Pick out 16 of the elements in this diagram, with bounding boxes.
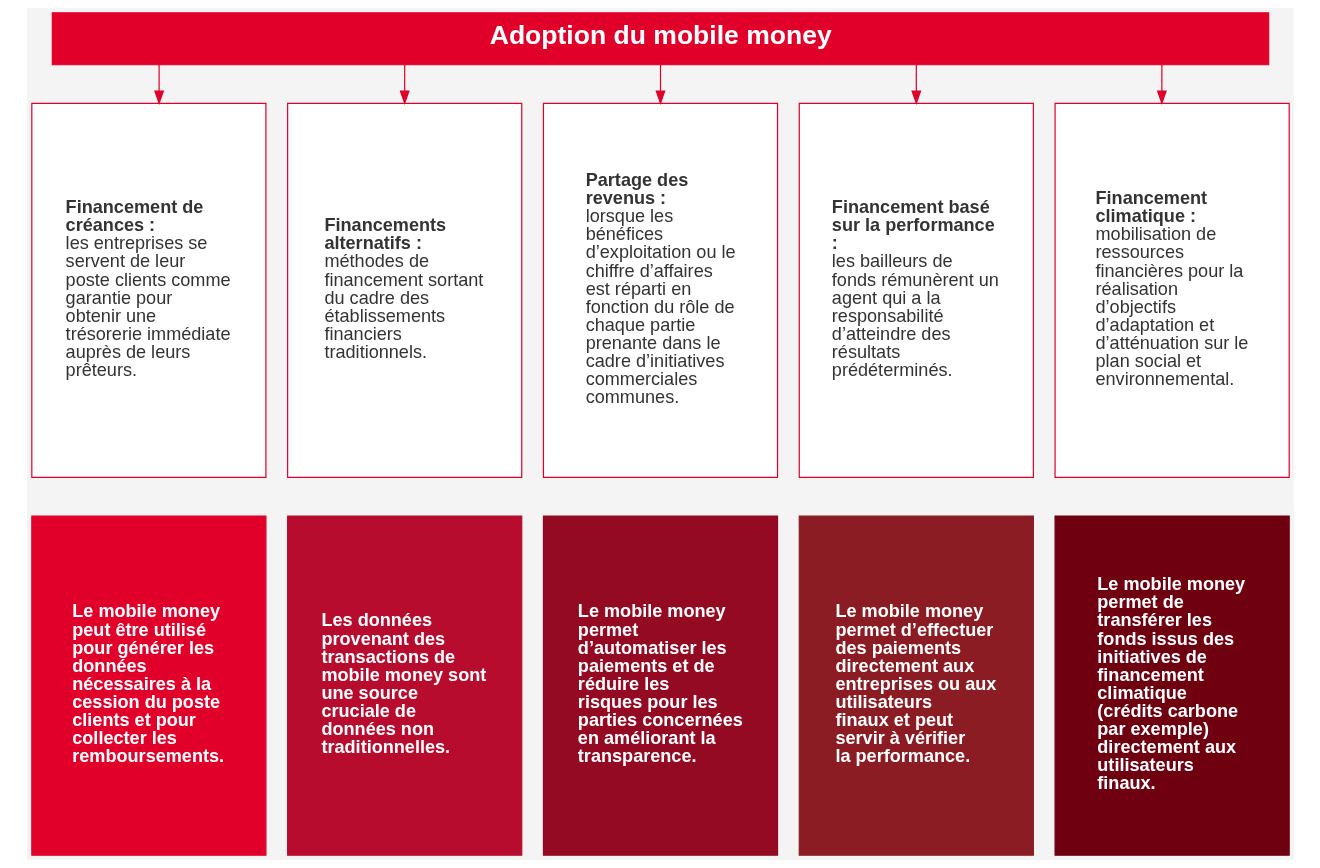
node-box: Financements alternatifs : méthodes de financement sortant du cadre des établissements financiers traditionnels. [286, 102, 522, 479]
arrow [153, 64, 164, 105]
arrow [910, 64, 921, 105]
arrow [1156, 64, 1167, 105]
node-box: Financement de créances : les entreprises se servent de leur poste clients comme garantie pour obtenir une trésorerie immédiate auprès de leurs prêteurs. [30, 102, 267, 479]
node-box: Le mobile money peut être utilisé pour générer les données nécessaires à la cession du poste clients et pour collecter les remboursements. [30, 515, 267, 856]
node-box: Adoption du mobile money [51, 12, 1269, 66]
arrow [399, 64, 410, 105]
node-box: Le mobile money permet de transférer les fonds issus des initiatives de financement climatique (crédits carbone par exemple) directement aux utilisateurs finaux. [1053, 515, 1290, 856]
node-box: Financement climatique : mobilisation de ressources financières pour la réalisation d’objectifs d’adaptation et d’atténuation sur le plan social et environnemental. [1053, 102, 1290, 479]
node-box: Le mobile money permet d’effectuer des paiements directement aux entreprises ou aux utilisateurs finaux et peut servir à vérifier la performance. [798, 515, 1034, 856]
node-box: Les données provenant des transactions de mobile money sont une source cruciale de données non traditionnelles. [286, 515, 522, 856]
arrow [654, 64, 666, 105]
node-box: Financement basé sur la performance : les bailleurs de fonds rémunèrent un agent qui a la responsabilité d’atteindre des résultats prédéterminés. [798, 102, 1034, 479]
node-box: Partage des revenus : lorsque les bénéfices d’exploitation ou le chiffre d’affaires est réparti en fonction du rôle de chaque partie prenante dans le cadre d’initiatives commerciales communes. [542, 102, 778, 479]
node-box: Le mobile money permet d’automatiser les paiements et de réduire les risques pour les parties concernées en améliorant la transparence. [542, 515, 778, 856]
